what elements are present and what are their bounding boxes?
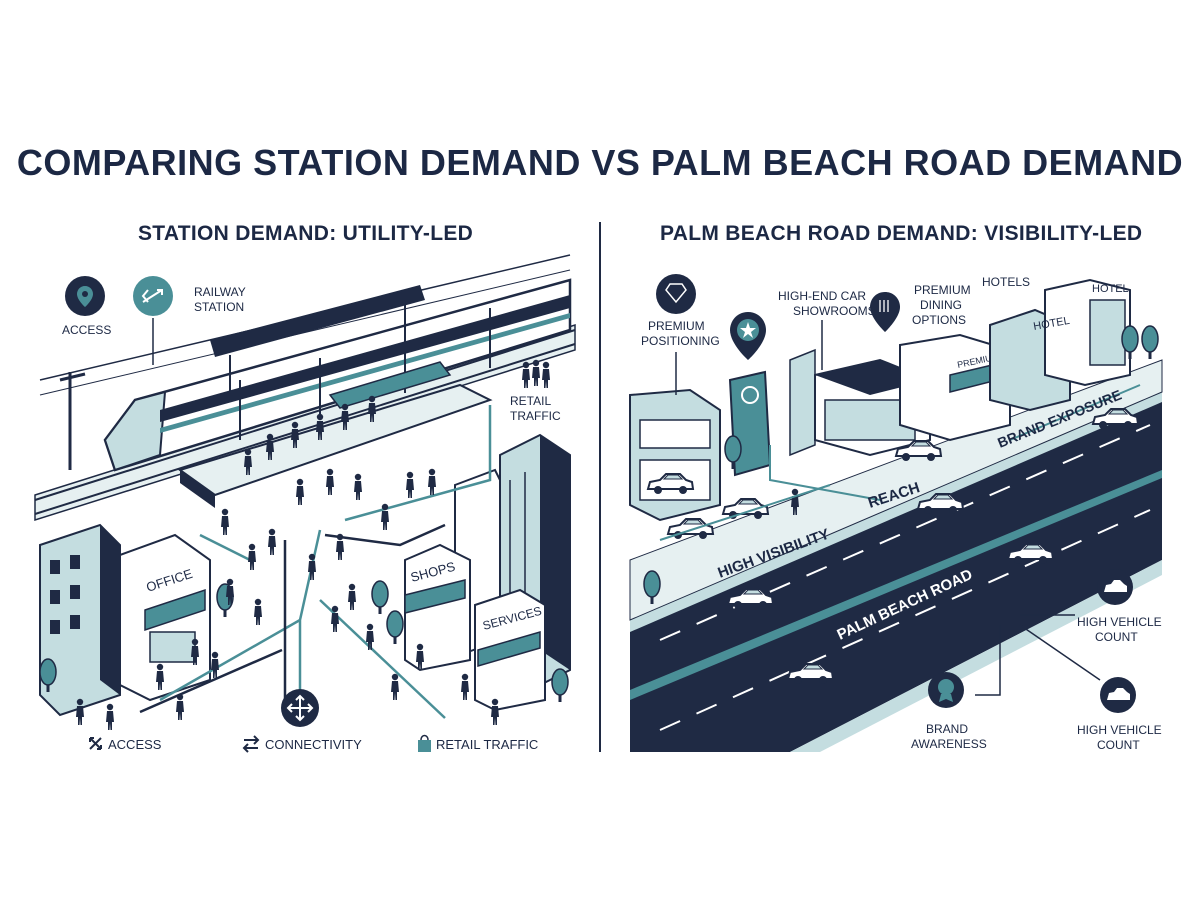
- expand-arrows-icon: [89, 737, 102, 750]
- premium-positioning-label-line1: PREMIUM: [648, 319, 705, 333]
- star-pin-icon: [730, 312, 766, 360]
- legend-access-label: ACCESS: [108, 737, 162, 752]
- legend-connectivity-label: CONNECTIVITY: [265, 737, 362, 752]
- page-title: COMPARING STATION DEMAND VS PALM BEACH R…: [16, 142, 1184, 183]
- high-vehicle-count-2-label-line1: HIGH VEHICLE: [1077, 723, 1162, 737]
- railway-station-label-line1: RAILWAY: [194, 285, 246, 299]
- railway-station-label-line2: STATION: [194, 300, 244, 314]
- showroom-with-parking: [629, 388, 769, 540]
- hotels-label: HOTELS: [982, 275, 1030, 289]
- premium-dining-label-line1: PREMIUM: [914, 283, 971, 297]
- retail-traffic-top-label-line1: RETAIL: [510, 394, 551, 408]
- high-end-car-showrooms-label-line1: HIGH-END CAR: [778, 289, 866, 303]
- diamond-icon: [656, 274, 696, 314]
- office-building: [119, 533, 211, 702]
- access-pin-icon: [65, 276, 105, 316]
- premium-dining-label-line2: DINING: [920, 298, 962, 312]
- connectivity-hub-icon: [281, 689, 319, 727]
- retail-people-icon: [522, 359, 550, 388]
- train: [103, 278, 572, 472]
- premium-positioning-label-line2: POSITIONING: [641, 334, 720, 348]
- hotel-buildings: [989, 278, 1131, 412]
- high-end-car-showrooms-label-line2: SHOWROOMS: [793, 304, 876, 318]
- panel-divider: [599, 222, 601, 752]
- retail-traffic-top-label-line2: TRAFFIC: [510, 409, 561, 423]
- vehicle-count-icon-1: [1097, 569, 1133, 605]
- flow-arrows: [159, 405, 492, 720]
- legend-connectivity: CONNECTIVITY: [242, 735, 362, 753]
- high-vehicle-count-label-line2: COUNT: [1095, 630, 1138, 644]
- award-badge-icon: [928, 672, 964, 708]
- legend-retail-traffic: RETAIL TRAFFIC: [418, 734, 538, 752]
- services-building: [474, 588, 546, 712]
- legend-retail-traffic-label: RETAIL TRAFFIC: [436, 737, 538, 752]
- left-panel: ACCESS RAILWAY STATION RETAIL TRAFFIC: [34, 254, 576, 753]
- railway-station-icon: [133, 276, 173, 316]
- brand-awareness-label-line1: BRAND: [926, 722, 968, 736]
- hotel-sign-2: HOTEL: [1092, 283, 1129, 295]
- right-panel-heading: PALM BEACH ROAD DEMAND: VISIBILITY-LED: [660, 222, 1143, 245]
- legend-access: ACCESS: [89, 737, 162, 752]
- left-panel-heading: STATION DEMAND: UTILITY-LED: [138, 222, 474, 245]
- brand-awareness-label-line2: AWARENESS: [911, 737, 987, 751]
- swap-arrows-icon: [242, 735, 260, 753]
- vehicle-count-icon-2: [1100, 677, 1136, 713]
- apartment-building: [39, 523, 121, 717]
- high-vehicle-count-label-line1: HIGH VEHICLE: [1077, 615, 1162, 629]
- premium-dining-label-line3: OPTIONS: [912, 313, 966, 327]
- shopping-bag-icon: [418, 734, 431, 752]
- palm-beach-road: [630, 392, 1162, 752]
- shops-building: [404, 543, 471, 672]
- high-vehicle-count-2-label-line2: COUNT: [1097, 738, 1140, 752]
- exposure-arrows: [659, 384, 1141, 541]
- dining-pin-icon: [870, 292, 900, 332]
- right-panel: PALM BEACH ROAD: [629, 274, 1163, 752]
- access-top-label: ACCESS: [62, 323, 111, 337]
